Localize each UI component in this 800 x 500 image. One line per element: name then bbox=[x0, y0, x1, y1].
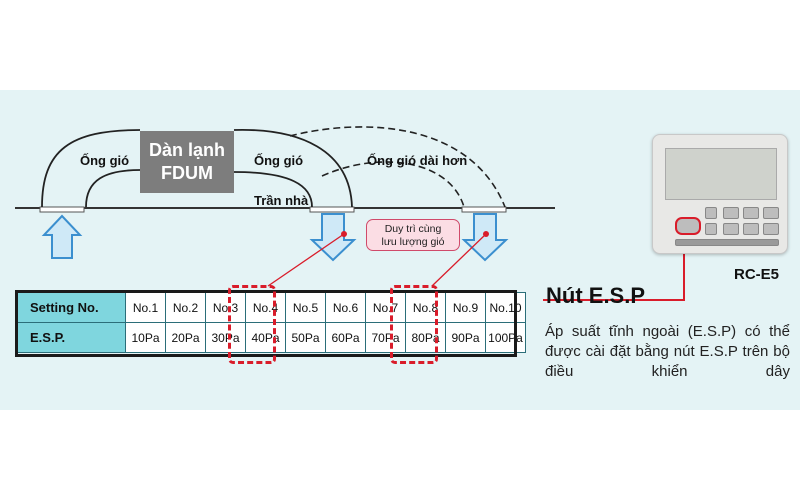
remote-button[interactable] bbox=[723, 223, 739, 235]
remote-button[interactable] bbox=[763, 207, 779, 219]
remote-button[interactable] bbox=[705, 223, 717, 235]
duct-right-label: Ống gió bbox=[254, 153, 304, 168]
leader-dot-1 bbox=[341, 231, 347, 237]
esp-settings-table: Setting No. No.1 No.2 No.3 No.4 No.5 No.… bbox=[17, 292, 526, 353]
setting-cell: No.7 bbox=[365, 292, 406, 323]
remote-controller bbox=[652, 134, 788, 254]
remote-model-label: RC-E5 bbox=[734, 266, 780, 283]
airflow-note: Duy trì cùng lưu lượng gió bbox=[366, 219, 460, 251]
short-duct-inner bbox=[233, 171, 313, 208]
supply-grille-1 bbox=[309, 206, 355, 213]
leader-line-no4 bbox=[267, 233, 345, 287]
remote-lcd-screen bbox=[665, 148, 777, 200]
remote-button[interactable] bbox=[723, 207, 739, 219]
esp-cell: 100Pa bbox=[485, 322, 526, 353]
setting-cell: No.3 bbox=[205, 292, 246, 323]
return-grille bbox=[39, 206, 85, 213]
remote-button[interactable] bbox=[763, 223, 779, 235]
setting-cell: No.5 bbox=[285, 292, 326, 323]
esp-cell: 50Pa bbox=[285, 322, 326, 353]
esp-cell: 90Pa bbox=[445, 322, 486, 353]
esp-cell: 40Pa bbox=[245, 322, 286, 353]
indoor-unit: Dàn lạnh FDUM bbox=[140, 131, 234, 193]
setting-cell: No.9 bbox=[445, 292, 486, 323]
short-duct-outer bbox=[233, 129, 353, 208]
esp-cell: 10Pa bbox=[125, 322, 166, 353]
setting-cell: No.2 bbox=[165, 292, 206, 323]
setting-cell: No.8 bbox=[405, 292, 446, 323]
ceiling-label: Trần nhà bbox=[254, 193, 309, 208]
setting-cell: No.10 bbox=[485, 292, 526, 323]
leader-dot-2 bbox=[483, 231, 489, 237]
duct-left-label: Ống gió bbox=[80, 153, 130, 168]
left-duct-inner bbox=[85, 169, 141, 208]
setting-cell: No.6 bbox=[325, 292, 366, 323]
left-duct-outer bbox=[41, 129, 141, 208]
airflow-note-line1: Duy trì cùng bbox=[384, 223, 442, 235]
esp-cell: 60Pa bbox=[325, 322, 366, 353]
esp-cell: 30Pa bbox=[205, 322, 246, 353]
remote-button[interactable] bbox=[705, 207, 717, 219]
setting-cell: No.4 bbox=[245, 292, 286, 323]
remote-button[interactable] bbox=[743, 223, 759, 235]
supply-air-arrow-1 bbox=[309, 213, 357, 262]
esp-button-title: Nút E.S.P bbox=[546, 283, 646, 308]
esp-cell: 80Pa bbox=[405, 322, 446, 353]
row-header-setting: Setting No. bbox=[17, 292, 126, 323]
return-air-arrow bbox=[41, 214, 83, 259]
row-header-esp: E.S.P. bbox=[17, 322, 126, 353]
long-duct-outer bbox=[289, 126, 506, 208]
esp-cell: 70Pa bbox=[365, 322, 406, 353]
supply-air-arrow-2 bbox=[461, 213, 509, 262]
supply-grille-2 bbox=[461, 206, 507, 213]
indoor-unit-name: Dàn lạnh bbox=[148, 140, 225, 160]
duct-long-label: Ống gió dài hơn bbox=[367, 153, 468, 168]
indoor-unit-model: FDUM bbox=[161, 163, 213, 183]
table-row-esp: E.S.P. 10Pa 20Pa 30Pa 40Pa 50Pa 60Pa 70P… bbox=[17, 322, 526, 353]
remote-button-strip bbox=[675, 239, 779, 246]
airflow-note-line2: lưu lượng gió bbox=[381, 236, 445, 248]
table-row-setting: Setting No. No.1 No.2 No.3 No.4 No.5 No.… bbox=[17, 292, 526, 323]
esp-description: Áp suất tĩnh ngoài (E.S.P) có thể được c… bbox=[545, 323, 790, 380]
setting-cell: No.1 bbox=[125, 292, 166, 323]
esp-cell: 20Pa bbox=[165, 322, 206, 353]
long-duct-inner bbox=[321, 161, 465, 208]
leader-line-no8 bbox=[431, 233, 487, 287]
remote-button[interactable] bbox=[743, 207, 759, 219]
esp-button[interactable] bbox=[675, 217, 701, 235]
